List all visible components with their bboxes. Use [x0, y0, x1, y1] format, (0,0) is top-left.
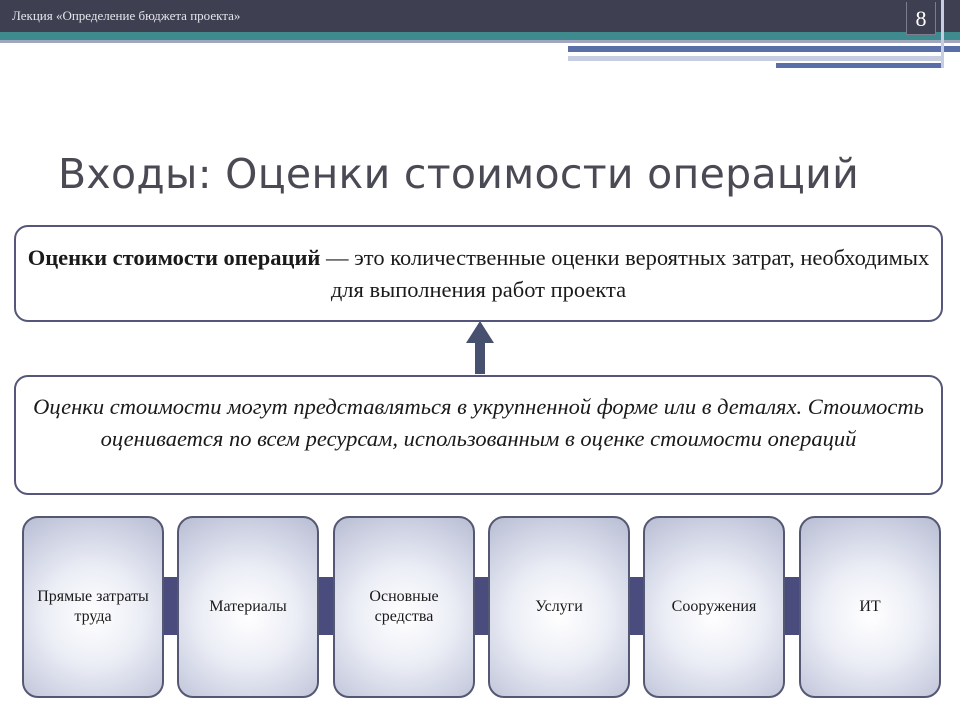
- slide-title: Входы: Оценки стоимости операций: [58, 150, 860, 198]
- resource-card: ИТ: [799, 516, 941, 698]
- resource-card: Услуги: [488, 516, 630, 698]
- header-line: [0, 40, 960, 43]
- resource-card: Материалы: [177, 516, 319, 698]
- arrow-up-icon: [466, 321, 494, 343]
- slide-number: 8: [906, 2, 936, 35]
- decor-bar: [568, 46, 960, 52]
- resource-card: Прямые затраты труда: [22, 516, 164, 698]
- definition-box: Оценки стоимости операций — это количест…: [14, 225, 943, 322]
- decor-bar: [568, 56, 942, 61]
- decor-side-line: [941, 0, 944, 68]
- note-box: Оценки стоимости могут представляться в …: [14, 375, 943, 495]
- definition-text: — это количественные оценки вероятных за…: [320, 245, 930, 302]
- header-teal-stripe: [0, 32, 960, 40]
- definition-term: Оценки стоимости операций: [27, 245, 321, 270]
- resource-card: Основные средства: [333, 516, 475, 698]
- header-bar: [0, 0, 960, 32]
- resource-card: Сооружения: [643, 516, 785, 698]
- arrow-shaft: [475, 340, 485, 374]
- decor-bar: [776, 63, 942, 68]
- lecture-title: Лекция «Определение бюджета проекта»: [12, 8, 241, 23]
